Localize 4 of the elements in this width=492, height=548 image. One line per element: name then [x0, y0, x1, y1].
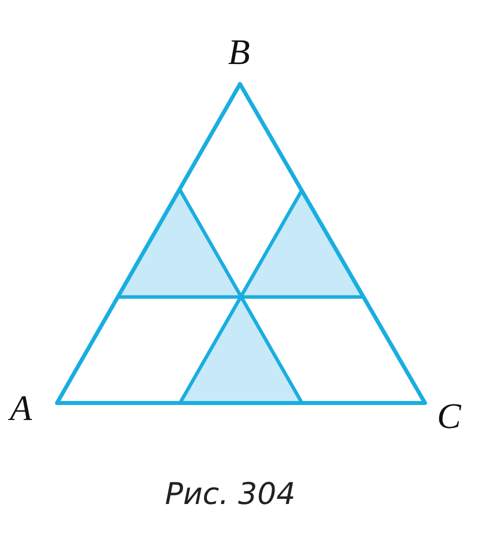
figure-caption: Рис. 304: [165, 478, 296, 511]
vertex-label: C: [437, 398, 462, 434]
vertex-label: B: [228, 34, 250, 70]
vertex-label: A: [10, 390, 32, 426]
